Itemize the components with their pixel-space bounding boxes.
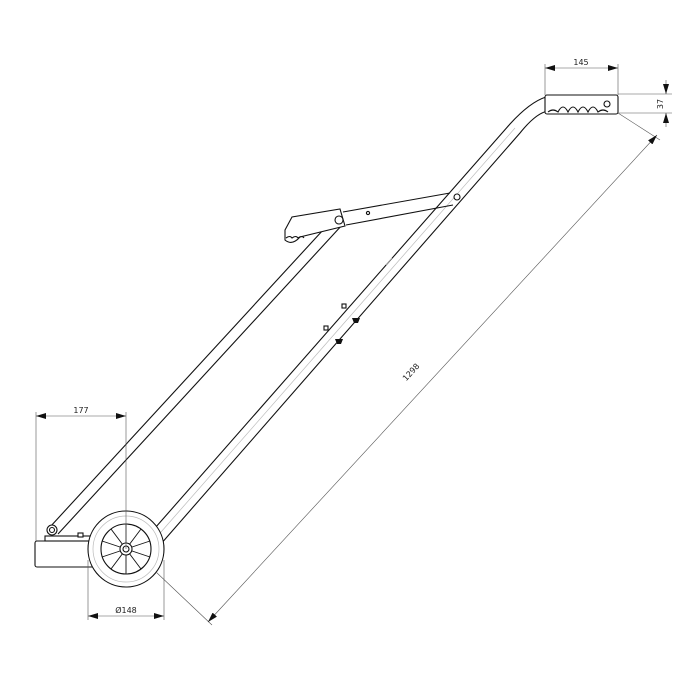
clamp-knobs — [323, 257, 393, 344]
main-handle-tube — [147, 96, 549, 546]
release-lever — [284, 192, 461, 243]
dimension-handle-height: 37 — [618, 80, 672, 127]
dimension-base-offset: 177 — [35, 406, 127, 549]
dimension-wheel-diameter: Ø148 — [87, 560, 165, 620]
dim-label-handle-width: 145 — [573, 58, 588, 67]
grip-handle — [544, 94, 619, 115]
dim-label-base-offset: 177 — [73, 406, 88, 415]
dimension-overall-length: 1298 — [155, 112, 661, 626]
release-rod — [49, 216, 344, 535]
dim-label-overall-length: 1298 — [401, 362, 421, 383]
dim-label-wheel-diameter: Ø148 — [115, 605, 137, 615]
dim-label-handle-height: 37 — [656, 99, 665, 109]
dimension-handle-width: 145 — [544, 58, 619, 95]
